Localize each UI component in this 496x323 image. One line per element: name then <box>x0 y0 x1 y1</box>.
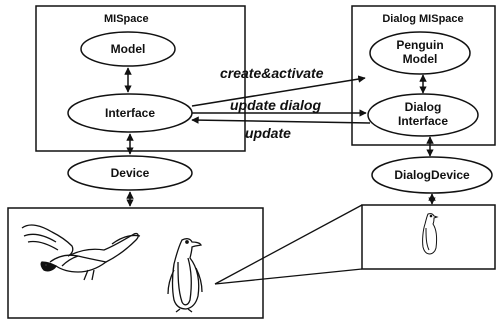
model-label: Model <box>111 42 146 56</box>
zoom-line-bottom <box>214 268 363 285</box>
device-node <box>67 155 193 191</box>
dialog-mispace-box <box>351 5 496 146</box>
penguin-model-label-1: Penguin <box>396 38 443 52</box>
small-penguin-icon <box>422 213 439 255</box>
dialog-device-node <box>371 156 493 194</box>
mispace-title: MISpace <box>104 13 149 25</box>
create-activate-arrow <box>191 75 366 107</box>
dialog-interface-label-1: Dialog <box>405 100 442 114</box>
penguin-model-node <box>369 31 471 75</box>
dialog-display <box>361 204 496 270</box>
dialog-interface-node <box>367 93 479 137</box>
device-label: Device <box>111 166 150 180</box>
zoom-line-top <box>214 204 363 285</box>
update-dialog-label: update dialog <box>230 97 321 113</box>
dialog-device-label: DialogDevice <box>394 168 470 182</box>
interface-label: Interface <box>105 106 155 120</box>
model-node <box>80 31 176 67</box>
update-arrow <box>191 116 371 124</box>
penguin-model-label-2: Model <box>403 52 438 66</box>
dialog-mispace-title: Dialog MISpace <box>382 13 463 25</box>
dialog-interface-label-2: Interface <box>398 114 448 128</box>
penguin-icon <box>167 238 203 313</box>
eagle-icon <box>21 224 141 281</box>
create-activate-label: create&activate <box>220 65 324 81</box>
mispace-box <box>35 5 246 152</box>
update-label: update <box>245 125 291 141</box>
